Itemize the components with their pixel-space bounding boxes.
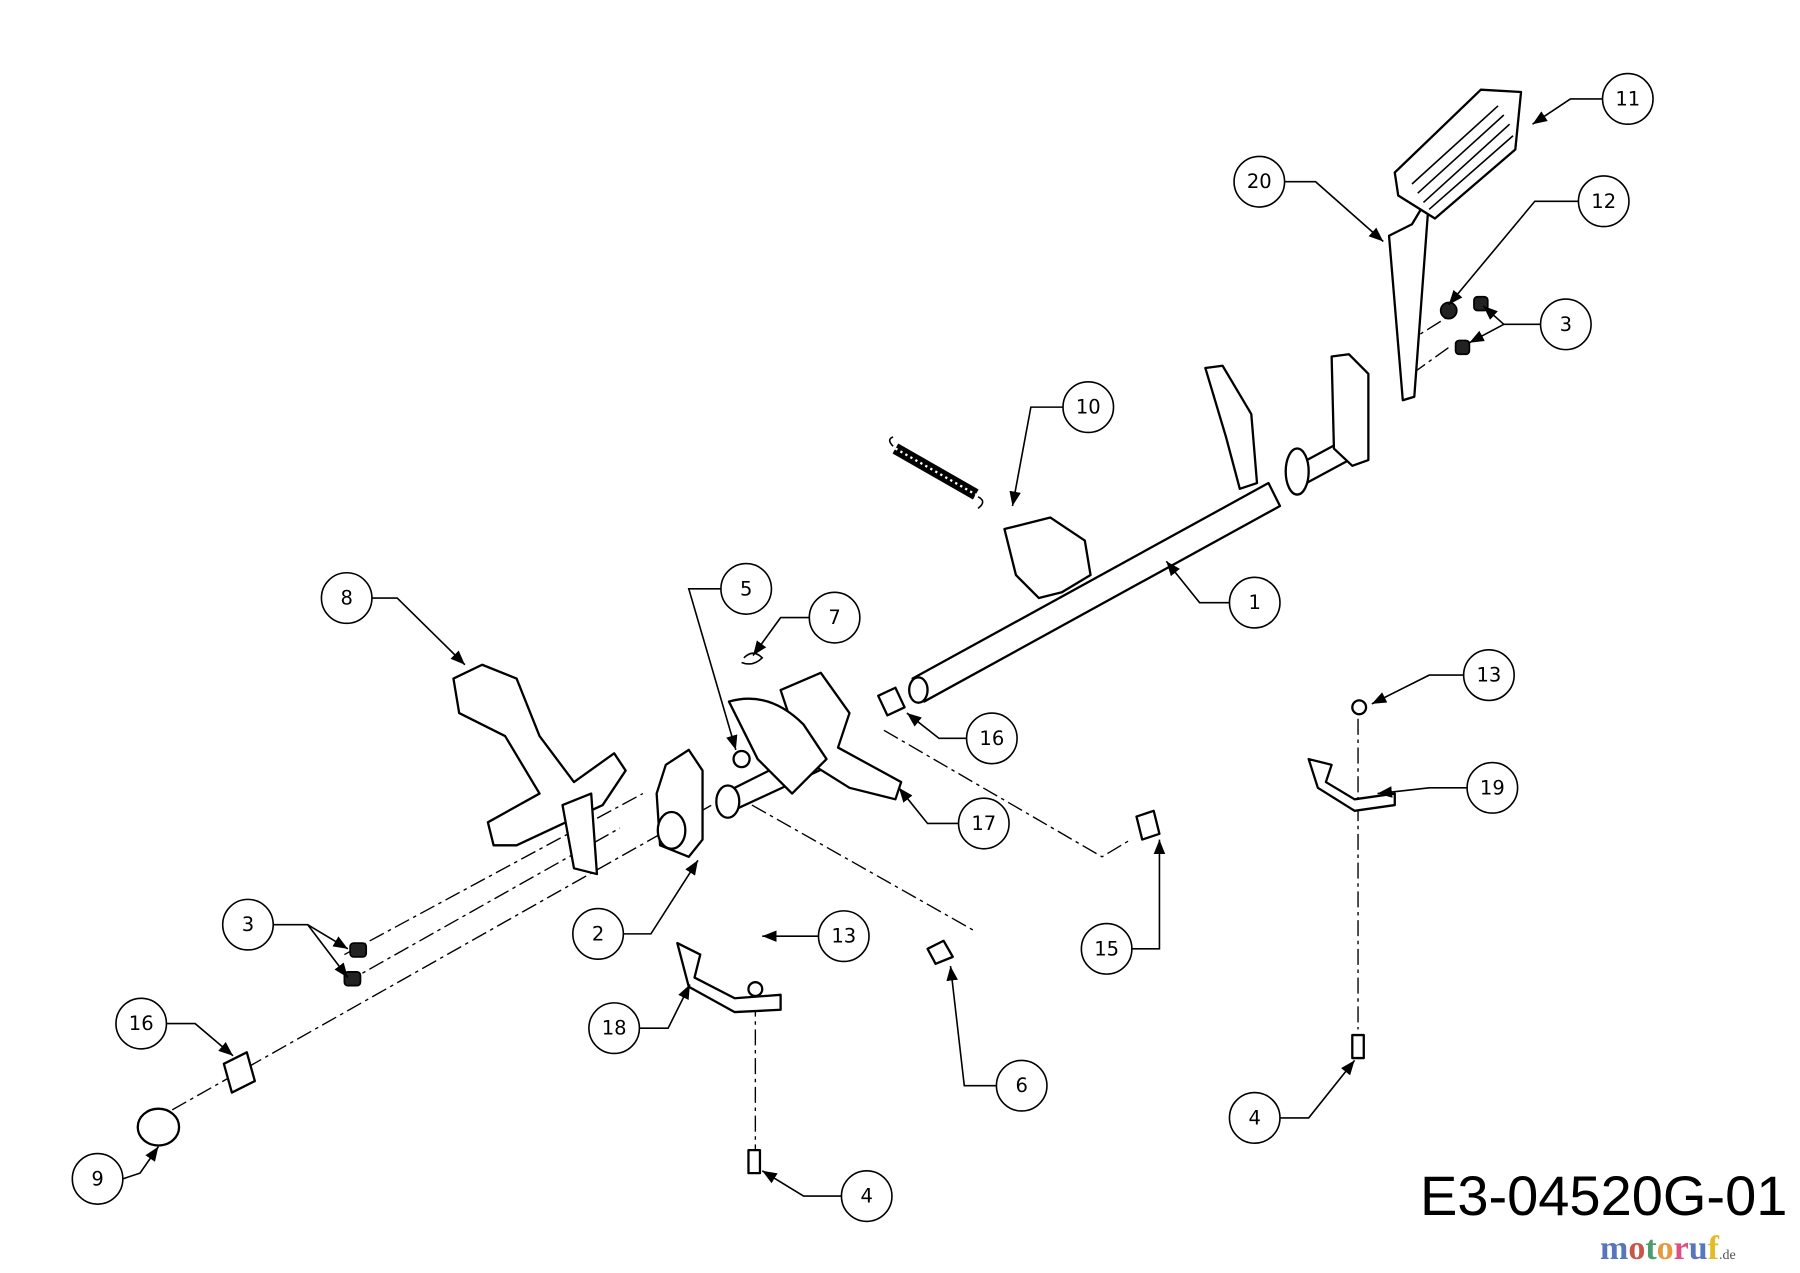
part-9-cap <box>136 1107 181 1147</box>
part-17-arm <box>779 671 903 801</box>
part-13-washer <box>747 981 764 998</box>
callout-5: 5 <box>720 562 773 615</box>
diagram-code: E3-04520G-01 <box>1420 1164 1788 1227</box>
callout-label: 20 <box>1247 170 1272 193</box>
callout-label: 8 <box>340 587 352 610</box>
sector-gear <box>727 697 828 795</box>
part-4-screw <box>1351 1033 1365 1060</box>
callout-label: 5 <box>740 577 752 600</box>
watermark-name: motoruf <box>1600 1232 1719 1266</box>
callout-3: 3 <box>221 898 275 951</box>
part-15-bolt <box>1135 809 1161 841</box>
watermark-logo: motoruf.de <box>1600 1232 1736 1266</box>
callout-12: 12 <box>1577 175 1630 228</box>
part-1-shaft <box>908 430 1368 704</box>
part-3-bolt <box>349 942 368 958</box>
watermark-letter: f <box>1707 1230 1719 1267</box>
part-8-lever <box>452 663 627 876</box>
callout-label: 6 <box>1015 1074 1027 1097</box>
callout-label: 2 <box>592 922 604 945</box>
callout-label: 13 <box>1476 664 1501 687</box>
part-13-washer <box>1351 699 1368 716</box>
callout-2: 2 <box>572 907 625 960</box>
watermark-letter: u <box>1688 1230 1708 1267</box>
part-16-bushing-left <box>222 1051 256 1094</box>
part-6-nut <box>926 939 954 965</box>
part-3-bolt <box>343 970 362 987</box>
callout-9: 9 <box>71 1152 124 1205</box>
leader-lines <box>122 98 1603 1197</box>
part-20-pedal-arm <box>1387 194 1431 402</box>
callout-label: 15 <box>1094 937 1119 960</box>
callout-19: 19 <box>1466 761 1519 814</box>
callout-label: 11 <box>1615 87 1640 110</box>
callout-6: 6 <box>995 1059 1048 1112</box>
callout-4: 4 <box>840 1169 893 1223</box>
part-5-pin <box>732 749 751 769</box>
part-16-bushing <box>877 686 906 717</box>
callout-label: 3 <box>1560 313 1572 336</box>
callout-label: 19 <box>1480 776 1505 799</box>
callout-label: 9 <box>91 1167 103 1190</box>
watermark-letter: o <box>1656 1230 1674 1267</box>
callout-3: 3 <box>1539 298 1592 351</box>
left-shaft-end <box>715 784 741 819</box>
callout-10: 10 <box>1062 381 1115 434</box>
callout-13: 13 <box>1462 648 1515 702</box>
part-3-bolt <box>1454 339 1471 356</box>
callout-label: 12 <box>1591 190 1616 213</box>
part-18-clip <box>676 941 782 1014</box>
part-12-washer <box>1439 301 1458 320</box>
pedal-mount-plate <box>1330 353 1370 467</box>
callout-label: 18 <box>602 1017 627 1040</box>
callout-7: 7 <box>808 591 861 644</box>
callout-20: 20 <box>1233 155 1286 208</box>
watermark-letter: o <box>1628 1230 1646 1267</box>
callout-15: 15 <box>1080 922 1133 975</box>
watermark-letter: m <box>1600 1230 1629 1267</box>
callout-16: 16 <box>965 712 1018 765</box>
part-11-pedal-pad <box>1393 88 1523 220</box>
callout-17: 17 <box>957 797 1010 850</box>
callout-1: 1 <box>1228 576 1281 629</box>
callout-18: 18 <box>588 1002 641 1055</box>
callout-16: 16 <box>115 997 168 1050</box>
callout-label: 3 <box>242 913 254 936</box>
part-7-clip <box>741 652 764 665</box>
callout-label: 10 <box>1076 396 1101 419</box>
callout-label: 17 <box>971 812 996 835</box>
watermark-tld: .de <box>1719 1248 1736 1263</box>
callout-label: 13 <box>831 925 856 948</box>
watermark-letter: r <box>1673 1230 1689 1267</box>
callout-8: 8 <box>320 571 373 625</box>
part-2-bushing <box>656 810 687 850</box>
part-19-clip <box>1307 757 1396 812</box>
cam-plate <box>1003 516 1092 600</box>
part-4-screw <box>747 1148 762 1175</box>
callout-label: 4 <box>861 1185 873 1208</box>
callout-label: 7 <box>828 606 840 629</box>
callout-13: 13 <box>817 910 870 963</box>
callout-4: 4 <box>1228 1091 1281 1144</box>
callout-label: 1 <box>1249 591 1261 614</box>
callout-label: 16 <box>979 727 1004 750</box>
callout-label: 16 <box>129 1012 154 1035</box>
part-10-spring <box>888 436 984 509</box>
watermark-letter: t <box>1645 1230 1657 1267</box>
callout-11: 11 <box>1601 72 1654 126</box>
callout-label: 4 <box>1249 1106 1261 1129</box>
shaft-arm-plate <box>1204 364 1259 490</box>
